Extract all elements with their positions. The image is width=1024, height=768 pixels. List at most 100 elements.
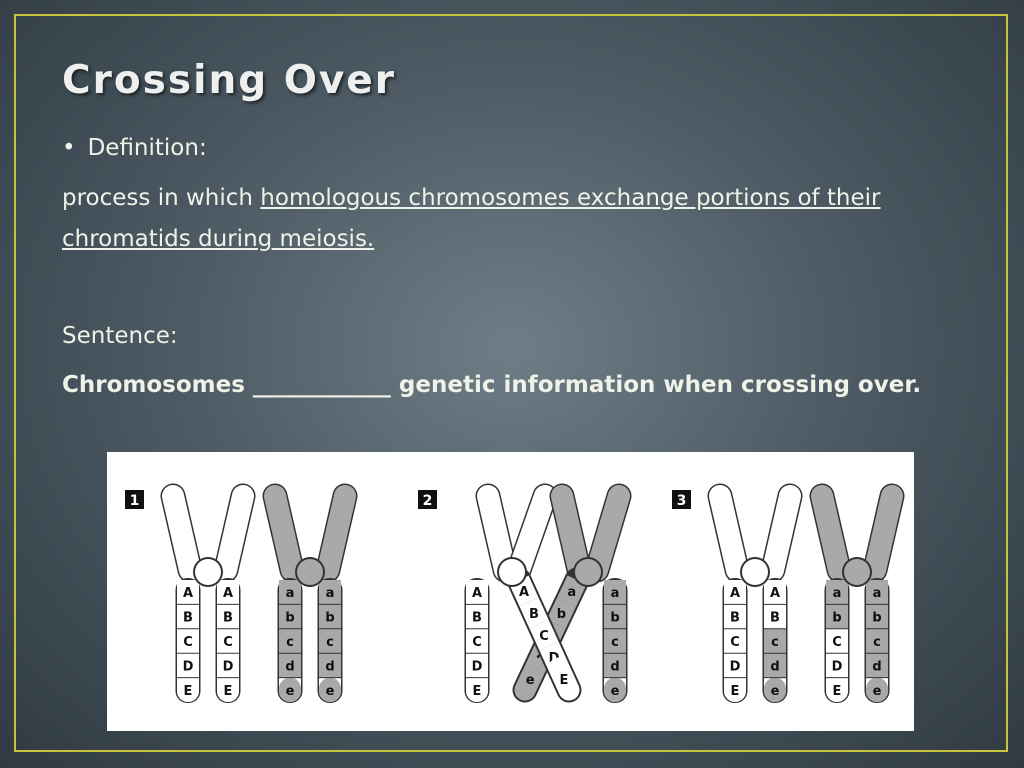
gene-label: b (325, 611, 334, 626)
gene-label: B (529, 607, 539, 622)
stage3-gray-chromosome-left-upper-arm (811, 485, 850, 581)
crossing-over-diagram: 1ABCDEABCDEabcdeabcde2ABCDEabcdeabcdeABC… (107, 452, 914, 731)
gene-label: c (873, 635, 881, 650)
gene-label: a (286, 586, 295, 601)
gene-label: E (224, 684, 233, 699)
stage2-white-outer-chromatid-band (466, 628, 488, 654)
stage1-white-chromosome-left-chromatid-band (177, 677, 199, 702)
gene-label: E (731, 684, 740, 699)
gene-label: D (549, 651, 560, 666)
stage2-gray-crossing-chromatid-band (557, 575, 587, 607)
gene-label: C (832, 635, 842, 650)
stage3-white-chromosome-right-upper-arm (762, 485, 801, 581)
stage2-gray-upper-right (586, 485, 630, 581)
stage1-gray-chromosome-right-upper-arm (317, 485, 356, 581)
stage3-gray-chromosome-left-chromatid-band (826, 580, 848, 605)
gene-label: D (183, 659, 194, 674)
stage1-white-chromosome-left-chromatid-band (177, 580, 199, 605)
gene-label: B (472, 611, 482, 626)
stage2-gray-outer-chromatid-band (604, 580, 626, 605)
slide-title: Crossing Over (62, 58, 396, 103)
stage3-white-chromosome-left-chromatid-band (724, 628, 746, 654)
gene-label: B (770, 611, 780, 626)
bullet-dot: • (62, 135, 76, 161)
gene-label: d (536, 651, 545, 666)
stage1-white-chromosome-right-chromatid-band (217, 604, 239, 630)
step-1-label (125, 490, 144, 509)
gene-label: c (771, 635, 779, 650)
diagram-svg: 1ABCDEABCDEabcdeabcde2ABCDEabcdeabcdeABC… (125, 483, 905, 703)
gene-label: D (832, 659, 843, 674)
gene-label: d (325, 659, 334, 674)
stage1-gray-chromosome-left-chromatid-band (279, 677, 301, 702)
stage3-white-chromosome-left-chromatid-band (724, 677, 746, 702)
stage2-white-outer-chromatid-band (466, 604, 488, 630)
stage1-white-chromosome-left-chromatid-band (177, 604, 199, 630)
stage3-gray-chromosome-right-chromatid-band (866, 653, 888, 679)
gene-label: b (832, 611, 841, 626)
stage2-white-centromere (499, 559, 525, 585)
gene-label: E (473, 684, 482, 699)
stage3-gray-chromosome-left-chromatid-band (826, 653, 848, 679)
stage1-white-chromosome-left-chromatid-band (177, 628, 199, 654)
stage2-gray-outer-chromatid-band (604, 653, 626, 679)
gene-label: d (770, 659, 779, 674)
stage1-white-chromosome-right-chromatid-band (217, 628, 239, 654)
gene-label: e (611, 684, 620, 699)
stage1-gray-chromosome-right-chromatid-band (319, 653, 341, 679)
gene-label: A (519, 585, 529, 600)
stage1-gray-chromosome-right-chromatid-band (319, 677, 341, 702)
stage1-white-chromosome-left-upper-arm (162, 485, 201, 581)
gene-label: C (539, 629, 549, 644)
gene-label: a (873, 586, 882, 601)
stage3-gray-chromosome-left-chromatid-band (826, 628, 848, 654)
gene-label: a (567, 585, 576, 600)
stage2-white-crossing-chromatid-band (548, 657, 580, 701)
gene-label: C (183, 635, 193, 650)
stage1-gray-chromosome-left-chromatid-band (279, 580, 301, 605)
gene-label: A (472, 586, 482, 601)
stage1-white-chromosome-left-chromatid-band (177, 653, 199, 679)
definition-heading: Definition: (87, 135, 207, 161)
definition-text: process in which homologous chromosomes … (62, 178, 922, 260)
stage2-white-upper-right (508, 485, 556, 581)
stage1-gray-chromosome-left-upper-arm (264, 485, 303, 581)
step-1-label-text: 1 (130, 493, 140, 509)
definition-bullet: • Definition: (62, 128, 207, 169)
gene-label: e (771, 684, 780, 699)
stage2-white-crossing-chromatid-band (519, 597, 549, 629)
stage2-gray-crossing-chromatid-band (514, 657, 546, 701)
gene-label: b (872, 611, 881, 626)
stage2-gray-centromere (575, 559, 601, 585)
stage1-gray-chromosome-right-chromatid-band (319, 580, 341, 605)
slide-frame (14, 14, 1008, 752)
stage3-gray-chromosome-right-chromatid-band (866, 604, 888, 630)
stage1-gray-chromosome-centromere (297, 559, 323, 585)
gene-label: a (833, 586, 842, 601)
gene-label: c (611, 635, 619, 650)
stage2-gray-upper-left (551, 485, 590, 581)
step-3-label-text: 3 (677, 493, 687, 509)
gene-label: A (770, 586, 780, 601)
gene-label: a (611, 586, 620, 601)
gene-label: B (223, 611, 233, 626)
step-2-label (418, 490, 437, 509)
stage2-white-crossing-chromatid-band (529, 619, 559, 651)
gene-label: E (560, 673, 569, 688)
stage2-white-outer-chromatid-band (466, 653, 488, 679)
stage1-gray-chromosome-left-chromatid-band (279, 628, 301, 654)
gene-label: D (472, 659, 483, 674)
gene-label: c (286, 635, 294, 650)
gene-label: B (183, 611, 193, 626)
gene-label: E (833, 684, 842, 699)
gene-label: C (472, 635, 482, 650)
stage3-white-chromosome-right-chromatid-band (764, 580, 786, 605)
stage2-white-outer-chromatid-band (466, 580, 488, 605)
gene-label: A (730, 586, 740, 601)
stage3-white-chromosome-left-chromatid-band (724, 580, 746, 605)
gene-label: A (183, 586, 193, 601)
definition-plain: process in which (62, 185, 261, 211)
stage1-white-chromosome-centromere (195, 559, 221, 585)
stage1-gray-chromosome-left-chromatid-band (279, 653, 301, 679)
stage3-gray-chromosome-right-chromatid-band (866, 677, 888, 702)
